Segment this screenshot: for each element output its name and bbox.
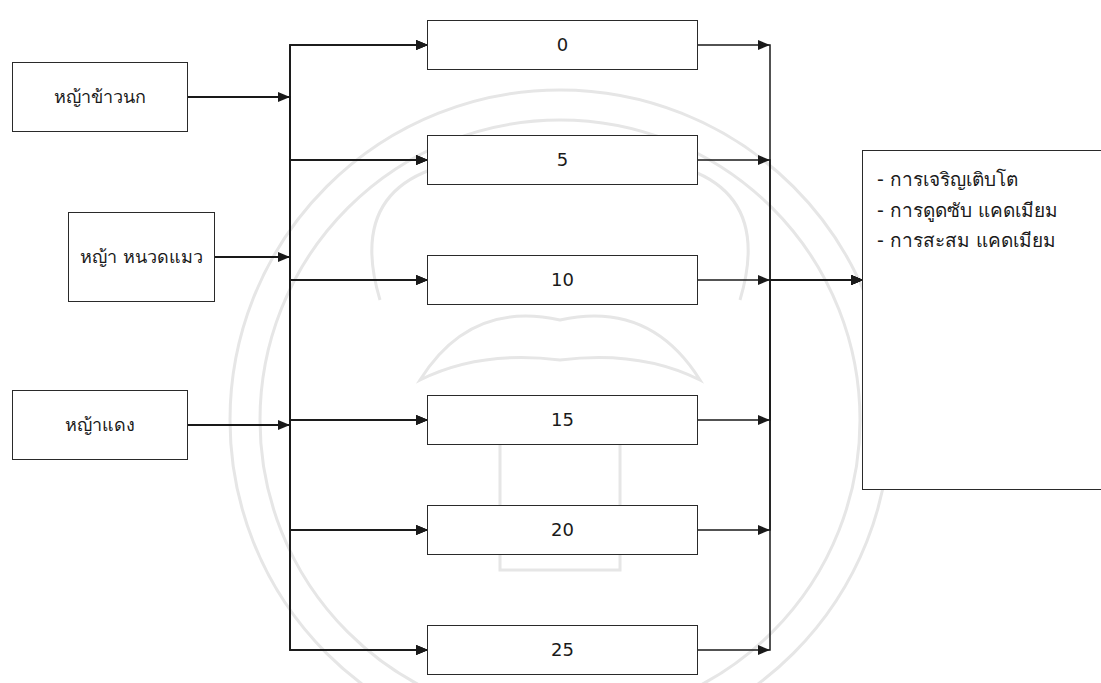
flow-arrow [188,97,427,280]
result-item: - การดูดซับ แคดเมียม [877,196,1058,225]
flow-arrow [698,280,862,420]
input-box: หญ้า หนวดแมว [68,212,215,302]
input-box: หญ้าแดง [12,390,188,460]
flow-arrow [215,160,427,257]
box-label: 15 [551,407,574,433]
flow-arrow [188,97,427,160]
flow-arrow [215,257,427,280]
box-label: 5 [557,147,568,173]
flow-arrow [188,425,427,530]
flow-arrow [188,97,427,650]
result-item: - การเจริญเติบโต [877,165,1018,194]
flow-arrow [188,45,427,425]
flow-arrow [215,257,427,420]
box-label: 0 [557,32,568,58]
flow-arrow [698,45,862,280]
flow-arrow [698,160,862,280]
box-label: 25 [551,637,574,663]
level-box: 15 [427,395,698,445]
flow-arrow [188,97,427,420]
flow-arrow [698,280,862,650]
level-box: 5 [427,135,698,185]
level-box: 20 [427,505,698,555]
flow-arrow [188,425,427,650]
box-label: หญ้าข้าวนก [54,84,146,110]
flow-arrow [215,45,427,257]
flow-arrow [188,280,427,425]
box-label: หญ้าแดง [65,412,135,438]
level-box: 10 [427,255,698,305]
result-box: - การเจริญเติบโต- การดูดซับ แคดเมียม- กา… [862,150,1101,490]
box-label: 20 [551,517,574,543]
level-box: 25 [427,625,698,675]
flow-arrow [188,97,427,530]
bus-arrowheads [278,40,770,655]
flow-arrow [188,160,427,425]
level-box: 0 [427,20,698,70]
input-box: หญ้าข้าวนก [12,62,188,132]
box-label: 10 [551,267,574,293]
flow-arrow [215,257,427,530]
flow-arrow [188,45,427,97]
result-item: - การสะสม แคดเมียม [877,226,1056,255]
flow-arrow [215,257,427,650]
flow-arrow [698,280,862,530]
box-label: หญ้า หนวดแมว [80,244,203,270]
